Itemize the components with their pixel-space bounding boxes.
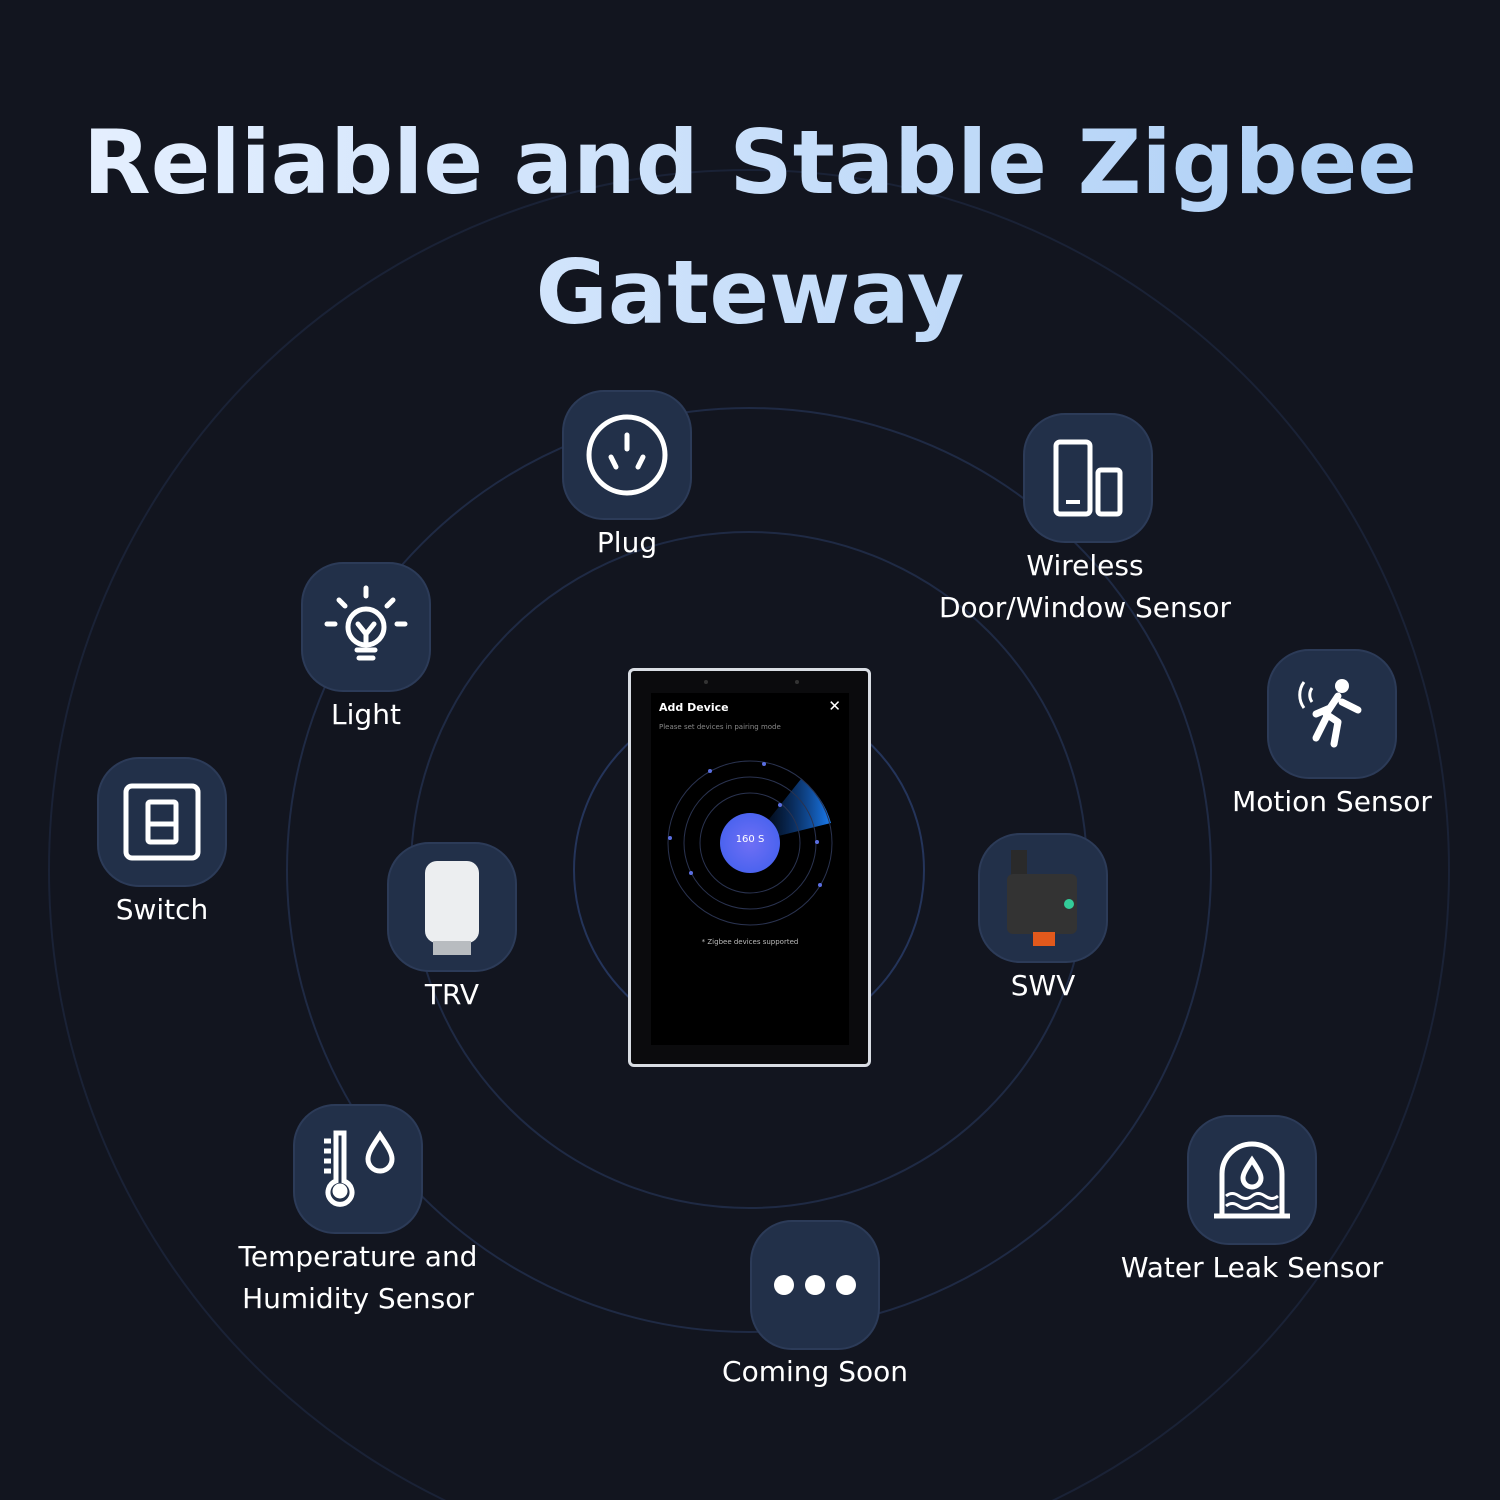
- switch-tile[interactable]: [97, 757, 227, 887]
- camera-dot: [704, 680, 708, 684]
- swv-label: SWV: [1010, 969, 1076, 1002]
- label-line-2: Door/Window Sensor: [938, 591, 1232, 624]
- water-leak-label: Water Leak Sensor: [1120, 1251, 1384, 1284]
- motion-sensor-label: Motion Sensor: [1232, 785, 1432, 818]
- add-device-screen: Add Device ✕ Please set devices in pairi…: [651, 693, 849, 1045]
- label-line-2: Humidity Sensor: [242, 1282, 474, 1315]
- plug-icon: [586, 414, 668, 496]
- plug-tile[interactable]: [562, 390, 692, 520]
- zigbee-note: * Zigbee devices supported: [701, 938, 799, 946]
- trv-tile[interactable]: [387, 842, 517, 972]
- temperature-humidity-tile[interactable]: [293, 1104, 423, 1234]
- label-line-1: Temperature and: [238, 1240, 478, 1273]
- light-bulb-icon: [324, 585, 408, 661]
- light-tile[interactable]: [301, 562, 431, 692]
- trv-label: TRV: [424, 978, 480, 1011]
- plug-label: Plug: [596, 526, 658, 559]
- close-icon[interactable]: ✕: [828, 697, 841, 715]
- trv-icon: [425, 861, 479, 955]
- screen-subtitle: Please set devices in pairing mode: [659, 723, 781, 731]
- label-line-1: Wireless: [1026, 549, 1144, 582]
- water-leak-tile[interactable]: [1187, 1115, 1317, 1245]
- switch-icon: [123, 783, 201, 861]
- camera-dot: [795, 680, 799, 684]
- door-window-sensor-tile[interactable]: [1023, 413, 1153, 543]
- pairing-timer: 160 S: [735, 834, 765, 845]
- title-line-2: Gateway: [535, 241, 965, 344]
- coming-soon-tile[interactable]: [750, 1220, 880, 1350]
- light-label: Light: [331, 698, 401, 731]
- door-window-sensor-icon: [1053, 439, 1123, 517]
- title-line-1: Reliable and Stable Zigbee: [83, 111, 1417, 214]
- gateway-tablet: Add Device ✕ Please set devices in pairi…: [628, 668, 871, 1067]
- swv-tile[interactable]: [978, 833, 1108, 963]
- thermometer-icon: [324, 1130, 395, 1207]
- water-leak-icon: [1214, 1141, 1290, 1219]
- more-icon: [774, 1275, 856, 1295]
- pairing-radar: [667, 760, 833, 926]
- motion-sensor-icon: [1298, 679, 1362, 748]
- coming-soon-label: Coming Soon: [722, 1355, 908, 1388]
- switch-label: Switch: [115, 893, 209, 926]
- screen-title: Add Device: [659, 701, 729, 714]
- motion-sensor-tile[interactable]: [1267, 649, 1397, 779]
- swv-icon: [1007, 850, 1077, 946]
